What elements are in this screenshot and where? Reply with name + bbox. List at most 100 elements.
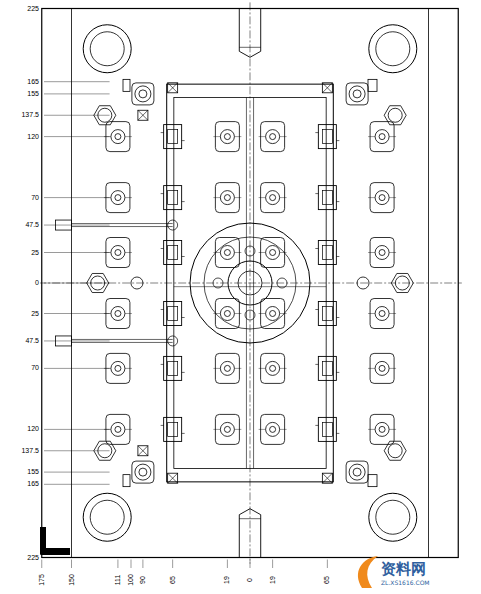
pin-pocket	[132, 461, 154, 483]
dimension-leader	[44, 252, 110, 253]
return-pin	[349, 86, 365, 102]
core-axis	[213, 252, 220, 253]
cavity-core-pin	[115, 426, 121, 432]
core-axis	[389, 368, 396, 369]
guide-bushing	[369, 25, 417, 73]
core-axis	[368, 368, 375, 369]
view-symbol	[40, 527, 70, 555]
cross-marker	[138, 110, 148, 120]
core-axis	[125, 313, 132, 314]
dimension-label: 175	[38, 573, 46, 587]
core-axis	[389, 136, 396, 137]
slide-insert	[318, 186, 336, 210]
cavity-core-pin	[379, 365, 385, 371]
cavity-core	[111, 307, 125, 321]
dimension-label: 25	[30, 249, 40, 257]
dimension-label: 120	[26, 425, 40, 433]
core-axis	[389, 313, 396, 314]
slide-tab	[336, 433, 339, 434]
slide-tab	[182, 433, 185, 434]
core-axis	[259, 368, 266, 369]
dimension-leader	[44, 283, 110, 284]
core-axis	[234, 429, 241, 430]
cavity-core-pin	[379, 195, 385, 201]
dimension-label: 225	[26, 5, 40, 13]
dimension-leader	[272, 560, 273, 569]
cavity-core	[220, 130, 234, 144]
cavity-core	[220, 422, 234, 436]
dimension-leader	[44, 225, 110, 226]
cavity-core	[111, 130, 125, 144]
cavity-core-pin	[379, 134, 385, 140]
slide-tab	[315, 193, 318, 194]
dimension-leader	[117, 560, 118, 569]
core-axis	[234, 197, 241, 198]
cavity-core-pin	[379, 311, 385, 317]
core-axis	[259, 313, 266, 314]
core-axis	[125, 252, 132, 253]
core-axis	[125, 197, 132, 198]
slide-core	[168, 191, 178, 205]
dimension-label: 111	[114, 574, 122, 587]
cooling-channel	[72, 339, 173, 340]
nozzle-slot	[239, 518, 260, 519]
cavity-core-pin	[224, 195, 230, 201]
core-axis	[125, 429, 132, 430]
cavity-core	[220, 191, 234, 205]
cavity-core	[220, 246, 234, 260]
dimension-label: 165	[26, 78, 40, 86]
slide-tab	[161, 193, 164, 194]
nozzle-slot	[239, 9, 260, 58]
core-axis	[234, 368, 241, 369]
pin-pocket	[346, 461, 368, 483]
dimension-label: 150	[68, 573, 76, 587]
dimension-label: 19	[223, 575, 231, 585]
core-axis	[280, 313, 287, 314]
guide-bushing	[83, 25, 131, 73]
cavity-core-pin	[115, 311, 121, 317]
slide-insert	[318, 356, 336, 380]
slide-core	[168, 361, 178, 375]
dimension-label: 225	[26, 554, 40, 562]
core-axis	[368, 197, 375, 198]
core-axis	[259, 252, 266, 253]
plate-geometry	[38, 2, 462, 568]
sprue-hole	[238, 271, 262, 295]
nozzle-slot	[239, 47, 260, 48]
cavity-frame	[167, 84, 334, 482]
slide-tab	[182, 201, 185, 202]
cavity-core-pin	[115, 365, 121, 371]
cooling-channel	[72, 226, 173, 227]
corner-notch	[368, 79, 377, 91]
core-axis	[213, 429, 220, 430]
dimension-leader	[44, 136, 110, 137]
cavity-core-pin	[115, 250, 121, 256]
dimension-leader	[44, 450, 110, 451]
slide-insert	[318, 125, 336, 149]
guide-bushing-bore	[376, 500, 410, 534]
core-axis	[213, 136, 220, 137]
slide-insert	[164, 125, 182, 149]
cross-marker	[138, 110, 148, 120]
slide-tab	[336, 201, 339, 202]
slide-tab	[336, 372, 339, 373]
core-axis	[234, 313, 241, 314]
slide-tab	[161, 364, 164, 365]
cavity-core	[266, 361, 280, 375]
corner-notch	[123, 79, 130, 91]
dimension-label: 100	[127, 573, 135, 587]
cavity-core-pin	[379, 250, 385, 256]
slide-tab	[182, 140, 185, 141]
cross-marker	[138, 446, 148, 456]
return-pin	[349, 464, 365, 480]
cavity-core-pin	[224, 365, 230, 371]
dimension-leader	[131, 560, 132, 569]
dimension-label: 90	[139, 575, 147, 585]
cross-marker	[138, 110, 148, 120]
slide-insert	[318, 302, 336, 326]
core-axis	[280, 136, 287, 137]
core-axis	[213, 197, 220, 198]
dimension-leader	[44, 197, 110, 198]
